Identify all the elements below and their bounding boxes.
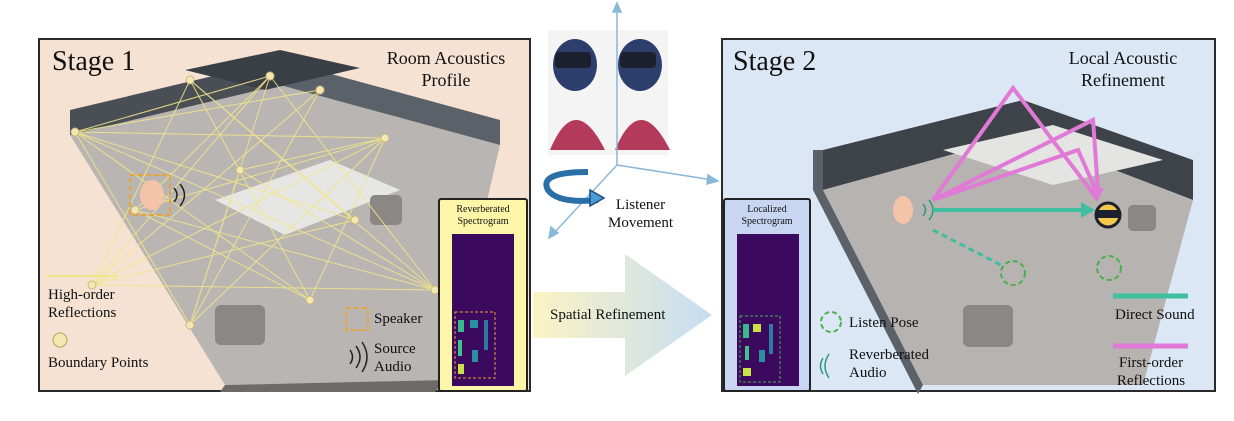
first-order-reflections-label: First-order Reflections (1116, 355, 1186, 389)
reverberated-spectrogram-image (452, 234, 514, 386)
speaker-label: Speaker (374, 311, 423, 327)
stage2-title: Stage 2 (733, 46, 817, 77)
source-audio-label: Source Audio (374, 341, 416, 375)
reverberated-spectrogram-label: Reverberated Spectrogram (456, 204, 510, 227)
stage2-subtitle: Local Acoustic Refinement (1068, 48, 1178, 90)
localized-spectrogram-label: Localized Spectrogram (741, 204, 793, 227)
stage2-room-illustration (813, 84, 1193, 394)
localized-spectrogram-image (737, 234, 799, 386)
listener-movement-label: Listener Movement (608, 197, 673, 231)
stage1-panel: Stage 1 Room Acoustics Profile (38, 38, 531, 392)
spatial-refinement-label: Spatial Refinement (550, 307, 666, 323)
stage2-panel: Stage 2 Local Acoustic Refinement (721, 38, 1216, 394)
high-order-reflections-label: High-order Reflections (48, 287, 117, 321)
stage1-room-illustration (46, 50, 500, 392)
reverberated-audio-label: Reverberated Audio (849, 347, 929, 381)
direct-sound-label: Direct Sound (1115, 307, 1195, 323)
reverberated-spectrogram-box: Reverberated Spectrogram (438, 198, 528, 392)
localized-spectrogram-box: Localized Spectrogram (723, 198, 811, 392)
stage1-title: Stage 1 (52, 46, 136, 77)
listen-pose-label: Listen Pose (849, 315, 919, 331)
boundary-points-label: Boundary Points (48, 355, 149, 371)
stage1-subtitle: Room Acoustics Profile (386, 48, 506, 90)
